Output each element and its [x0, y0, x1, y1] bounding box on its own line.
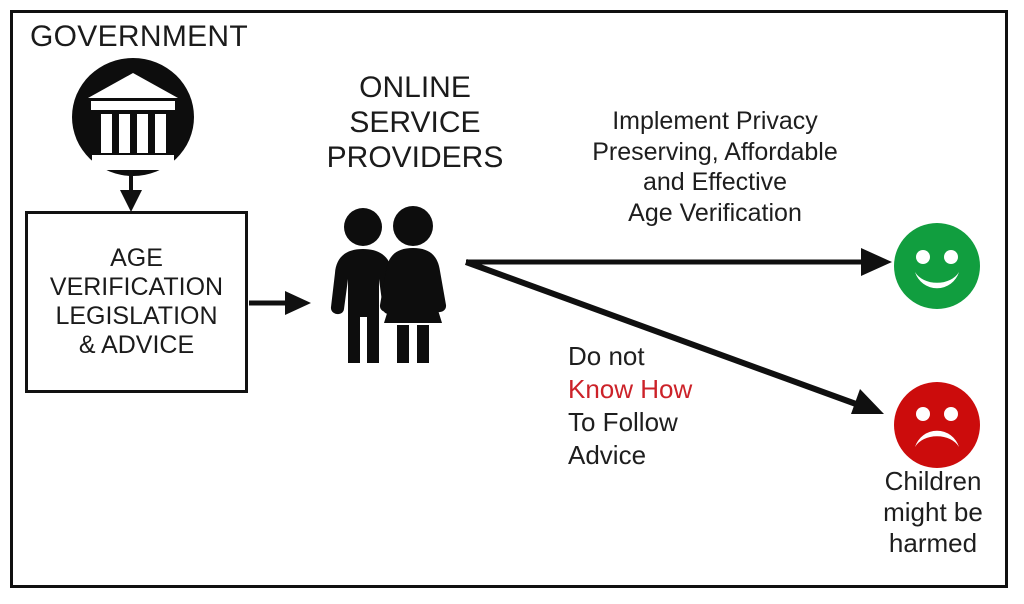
good-line-2: Preserving, Affordable — [592, 137, 838, 166]
bad-line-4: Advice — [568, 440, 647, 471]
bad-line-3: To Follow — [568, 407, 678, 438]
happy-face-icon — [893, 222, 981, 310]
legislation-line-2: VERIFICATION — [49, 273, 224, 301]
harm-line-1: Children — [884, 466, 982, 496]
online-service-providers-label: ONLINE SERVICE PROVIDERS — [325, 70, 505, 175]
osp-line-3: PROVIDERS — [326, 141, 504, 175]
age-verification-legislation-box: AGE VERIFICATION LEGISLATION & ADVICE — [25, 211, 248, 393]
legislation-line-1: AGE — [110, 244, 163, 272]
do-not-know-how-text: Do not Know How To Follow Advice — [568, 340, 798, 472]
children-might-be-harmed-text: Children might be harmed — [858, 466, 1008, 560]
two-people-icon — [318, 205, 468, 365]
good-line-3: and Effective — [642, 168, 788, 196]
legislation-box-text: AGE VERIFICATION LEGISLATION & ADVICE — [50, 244, 223, 360]
harm-line-2: might be — [883, 497, 983, 528]
implement-age-verification-text: Implement Privacy Preserving, Affordable… — [540, 106, 890, 228]
bad-line-2-highlight: Know How — [568, 374, 693, 405]
government-building-icon — [72, 56, 194, 178]
harm-line-3: harmed — [888, 528, 978, 559]
osp-line-1: ONLINE — [359, 71, 471, 104]
sad-face-icon — [893, 381, 981, 469]
government-label: GOVERNMENT — [30, 20, 249, 53]
legislation-line-3: LEGISLATION — [55, 302, 218, 330]
bad-line-1: Do not — [568, 341, 645, 371]
good-line-1: Implement Privacy — [612, 107, 818, 135]
legislation-line-4: & ADVICE — [78, 331, 195, 359]
osp-line-2: SERVICE — [349, 106, 481, 140]
good-line-4: Age Verification — [628, 198, 802, 227]
